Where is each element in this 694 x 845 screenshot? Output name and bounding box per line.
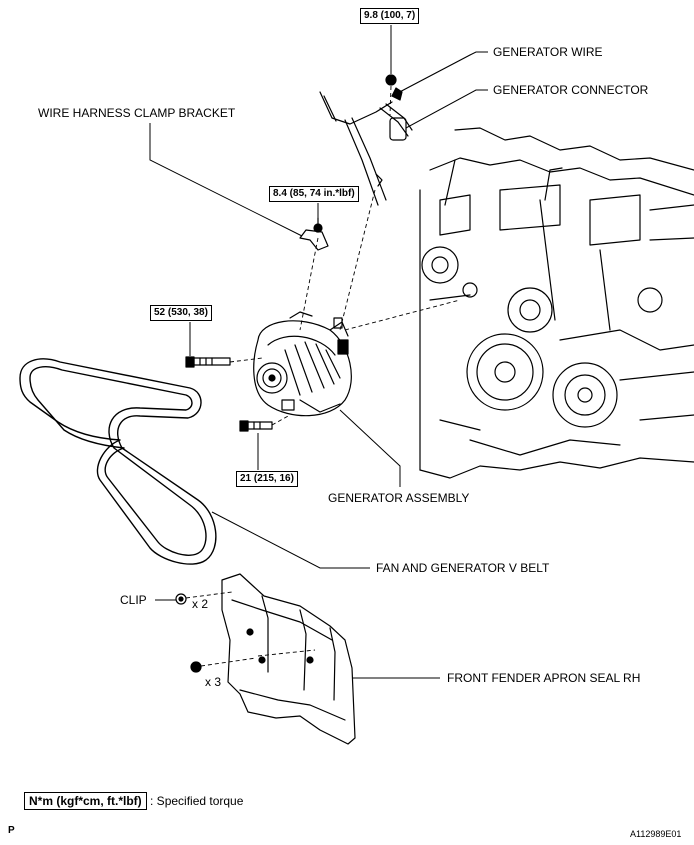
legend-description: : Specified torque bbox=[150, 794, 244, 808]
label-clip: CLIP bbox=[120, 593, 147, 607]
clip-shape bbox=[175, 593, 187, 605]
torque-clamp-bracket-bolt: 8.4 (85, 74 in.*lbf) bbox=[269, 186, 359, 202]
generator-wire-harness bbox=[319, 54, 471, 206]
label-generator-wire: GENERATOR WIRE bbox=[493, 45, 603, 59]
figure-id: A112989E01 bbox=[630, 829, 682, 839]
seal-bolt-shape bbox=[190, 661, 202, 673]
footer-left-code: P bbox=[8, 825, 15, 836]
generator-assembly-shape bbox=[253, 311, 352, 417]
label-wire-harness-clamp-bracket: WIRE HARNESS CLAMP BRACKET bbox=[38, 106, 236, 120]
torque-generator-wire-nut: 9.8 (100, 7) bbox=[360, 8, 420, 24]
torque-legend: N*m (kgf*cm, ft.*lbf) : Specified torque bbox=[24, 792, 244, 810]
label-apron-seal: FRONT FENDER APRON SEAL RH bbox=[447, 671, 641, 685]
lower-bolt bbox=[239, 420, 273, 432]
label-generator-connector: GENERATOR CONNECTOR bbox=[493, 83, 649, 97]
qty-seal-bolt: x 3 bbox=[205, 675, 222, 689]
upper-bolt bbox=[185, 356, 231, 368]
apron-seal-shape bbox=[221, 573, 356, 745]
legend-unit-box: N*m (kgf*cm, ft.*lbf) bbox=[24, 792, 147, 810]
torque-lower-bolt: 21 (215, 16) bbox=[236, 471, 298, 487]
engine-block bbox=[419, 127, 694, 479]
clamp-bracket bbox=[299, 217, 329, 251]
torque-upper-bolt: 52 (530, 38) bbox=[150, 305, 212, 321]
alignment-lines bbox=[185, 85, 461, 667]
label-generator-assembly: GENERATOR ASSEMBLY bbox=[328, 491, 470, 505]
v-belt-shape bbox=[19, 358, 217, 565]
qty-clip: x 2 bbox=[192, 597, 209, 611]
leader-lines bbox=[149, 25, 488, 679]
label-v-belt: FAN AND GENERATOR V BELT bbox=[376, 561, 550, 575]
